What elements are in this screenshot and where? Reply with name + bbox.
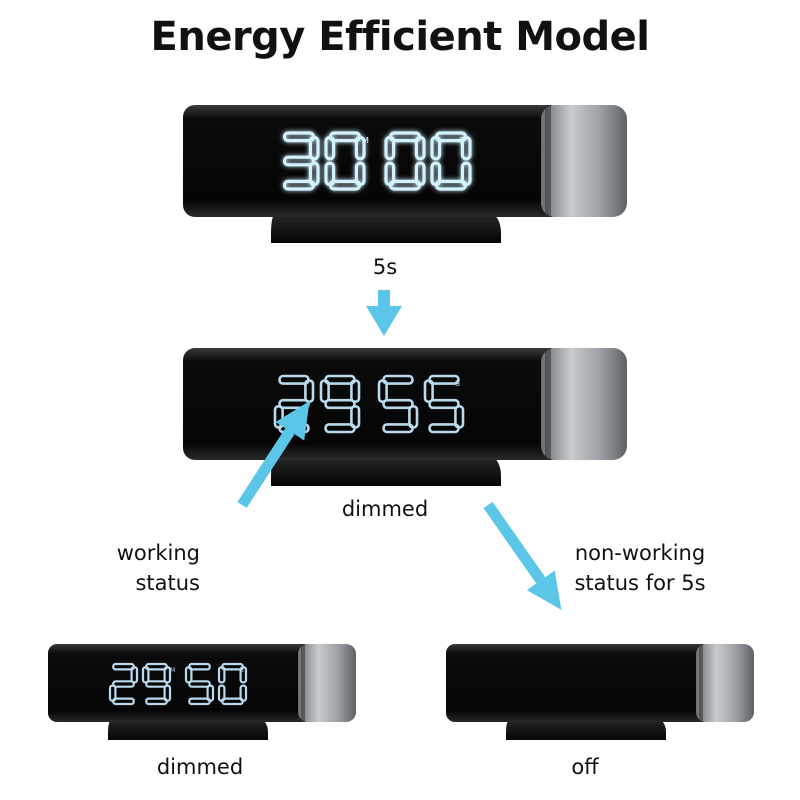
caption-dimmed-bottom-left: dimmed xyxy=(156,755,244,779)
display-digit xyxy=(141,662,172,706)
digit-segment xyxy=(188,697,211,706)
display-digit xyxy=(377,374,419,434)
display-digit xyxy=(217,662,248,706)
digit-segment xyxy=(324,135,336,161)
display-digit xyxy=(384,131,426,191)
display-digit xyxy=(108,662,139,706)
second-unit-label: S xyxy=(455,379,460,388)
arrow-down-right-icon xyxy=(483,501,562,610)
second-unit-label: S xyxy=(240,667,244,674)
metal-end-cap xyxy=(298,644,356,722)
digit-segment xyxy=(217,666,226,684)
digit-segment xyxy=(217,684,226,702)
digit-segment xyxy=(188,680,211,688)
display-digit xyxy=(319,374,361,434)
metal-end-cap xyxy=(541,348,627,460)
timer-device-illustration xyxy=(446,644,754,740)
digit-segment xyxy=(430,161,442,187)
digit-segment xyxy=(382,423,414,434)
display-digit xyxy=(430,131,472,191)
timer-device-top: M S xyxy=(183,105,628,250)
timer-device-illustration: M S xyxy=(183,105,627,243)
caption-working-status: working status xyxy=(116,541,200,595)
arrow-down-left-icon xyxy=(237,401,310,508)
stand-base xyxy=(271,453,501,486)
display-digit xyxy=(282,131,320,191)
digit-segment xyxy=(428,398,460,410)
digit-segment xyxy=(354,135,366,161)
timer-device-illustration: S xyxy=(183,348,627,486)
device-body xyxy=(446,644,711,722)
digit-segment xyxy=(428,423,460,434)
digit-segment xyxy=(324,398,356,410)
minute-unit-label: M xyxy=(170,667,175,674)
timer-device-bottom-right xyxy=(446,644,756,744)
device-body xyxy=(183,348,563,460)
caption-5s: 5s xyxy=(372,255,398,279)
digit-segment xyxy=(282,155,316,167)
led-display xyxy=(282,131,472,191)
digit-segment xyxy=(239,666,248,684)
stand-base xyxy=(271,210,501,243)
display-digit xyxy=(423,374,465,434)
digit-segment xyxy=(414,135,426,161)
timer-device-illustration: M S xyxy=(48,644,356,740)
caption-off: off xyxy=(571,755,599,779)
caption-non-working-status: non-working status for 5s xyxy=(574,541,706,595)
digit-segment xyxy=(112,680,135,688)
metal-end-cap xyxy=(541,105,627,217)
second-unit-label: S xyxy=(459,136,464,145)
caption-dimmed-middle: dimmed xyxy=(341,497,429,521)
digit-segment xyxy=(384,161,396,187)
display-digit xyxy=(184,662,215,706)
digit-segment xyxy=(324,423,356,434)
led-display xyxy=(108,662,248,706)
timer-device-bottom-left: M S xyxy=(48,644,358,744)
device-body xyxy=(48,644,313,722)
digit-segment xyxy=(384,135,396,161)
device-body xyxy=(183,105,563,217)
digit-segment xyxy=(324,161,336,187)
display-digit xyxy=(324,131,366,191)
digit-segment xyxy=(282,179,316,191)
minute-unit-label: M xyxy=(362,136,369,145)
digit-segment xyxy=(382,398,414,410)
digit-segment xyxy=(112,697,135,706)
page-title: Energy Efficient Model xyxy=(150,14,650,60)
digit-segment xyxy=(460,135,472,161)
digit-segment xyxy=(145,680,168,688)
timer-device-middle: S xyxy=(183,348,628,493)
digit-segment xyxy=(430,135,442,161)
metal-end-cap xyxy=(696,644,754,722)
arrow-down-icon xyxy=(366,290,402,336)
digit-segment xyxy=(145,697,168,706)
